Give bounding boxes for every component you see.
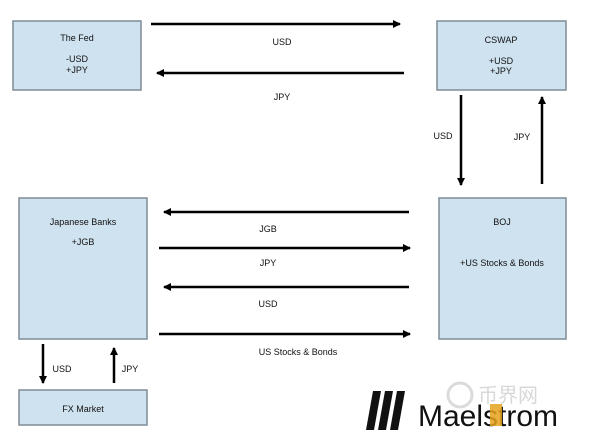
- watermark-mark: [490, 404, 502, 426]
- edge-label: JPY: [514, 132, 531, 142]
- node-line: +JPY: [66, 65, 88, 75]
- node-line: +US Stocks & Bonds: [460, 258, 544, 268]
- node-title: CSWAP: [485, 35, 518, 45]
- node-title: The Fed: [60, 33, 94, 43]
- node-line: +USD: [489, 56, 514, 66]
- node-title: BOJ: [493, 217, 511, 227]
- node-boj: BOJ +US Stocks & Bonds: [438, 197, 567, 340]
- node-line: -USD: [66, 54, 88, 64]
- node-title: Japanese Banks: [50, 217, 117, 227]
- edge-label: USD: [272, 37, 292, 47]
- edge-label: USD: [258, 299, 278, 309]
- node-cswap: CSWAP +USD +JPY: [436, 20, 567, 91]
- logo-text: Maelstrom: [418, 400, 558, 433]
- node-the-fed: The Fed -USD +JPY: [12, 20, 142, 91]
- edge-label: USD: [52, 364, 72, 374]
- node-japanese-banks: Japanese Banks +JGB: [18, 197, 148, 340]
- watermark-coin-icon: [446, 381, 474, 409]
- edge-label: JPY: [122, 364, 139, 374]
- edge-label: JPY: [274, 92, 291, 102]
- edge-label: JGB: [259, 224, 277, 234]
- edge-label: USD: [433, 131, 453, 141]
- node-line: +JPY: [490, 66, 512, 76]
- watermark-text: 币界网: [478, 383, 538, 407]
- node-fx-market: FX Market: [18, 389, 148, 426]
- node-title: FX Market: [62, 404, 104, 414]
- node-line: +JGB: [72, 237, 95, 247]
- maelstrom-logo: Maelstrom 币界网: [366, 381, 558, 433]
- edge-label: JPY: [260, 258, 277, 268]
- edge-label: US Stocks & Bonds: [259, 347, 338, 357]
